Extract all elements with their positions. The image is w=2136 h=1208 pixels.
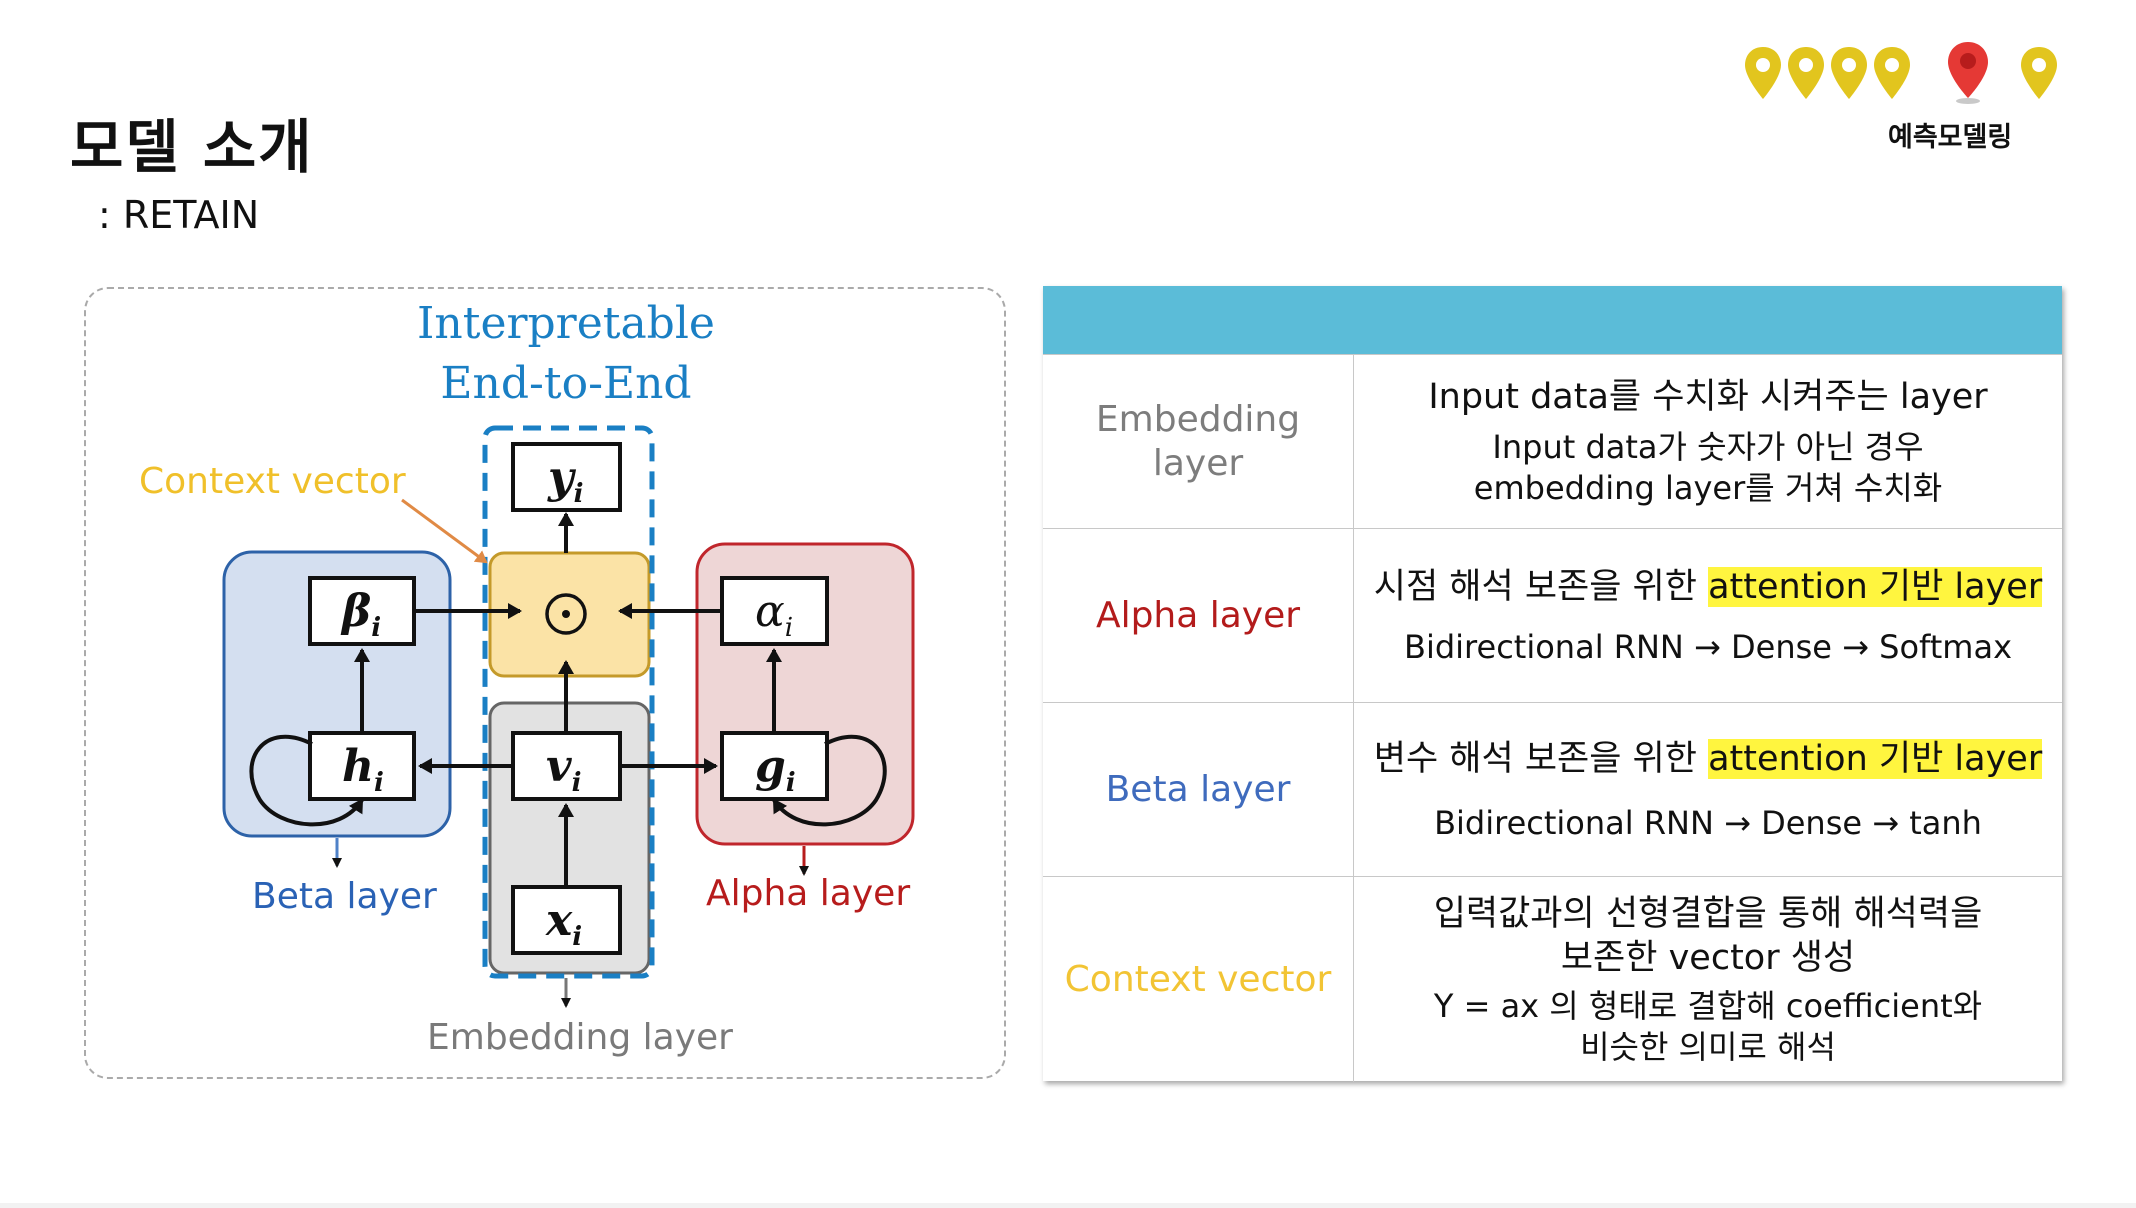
row-sub-text: Input data가 숫자가 아닌 경우 <box>1492 428 1924 466</box>
node-alpha-label: αi <box>755 586 794 643</box>
row-desc-embedding: Input data를 수치화 시켜주는 layer Input data가 숫… <box>1354 355 2062 529</box>
node-g-label: gi <box>755 741 796 798</box>
layer-description-table: Embedding layer Input data를 수치화 시켜주는 lay… <box>1043 286 2062 1082</box>
node-x <box>511 885 622 955</box>
row-desc-alpha: 시점 해석 보존을 위한 attention 기반 layer Bidirect… <box>1354 529 2062 703</box>
row-label-beta: Beta layer <box>1043 703 1354 877</box>
highlight-text: attention 기반 layer <box>1708 566 2043 607</box>
pin-icon[interactable] <box>2019 45 2059 101</box>
node-beta <box>308 576 416 646</box>
alpha-layer-label: Alpha layer <box>706 873 911 914</box>
diagram-title-line2: End-to-End <box>440 358 692 409</box>
table-header <box>1043 286 2062 354</box>
context-vector-label: Context vector <box>139 461 406 502</box>
node-beta-label: βi <box>342 586 382 643</box>
row-label-embedding: Embedding layer <box>1043 355 1354 529</box>
pin-icon[interactable] <box>1743 45 1783 101</box>
table-row: Beta layer 변수 해석 보존을 위한 attention 기반 lay… <box>1043 702 2062 877</box>
pin-icon[interactable] <box>1786 45 1826 101</box>
row-main-text: 시점 해석 보존을 위한 attention 기반 layer <box>1373 566 2043 607</box>
highlight-text: attention 기반 layer <box>1708 738 2043 779</box>
diagram-frame <box>84 287 1006 1079</box>
beta-layer-label: Beta layer <box>252 876 437 917</box>
pin-icon[interactable] <box>1829 45 1869 101</box>
row-main-text: 입력값과의 선형결합을 통해 해석력을 <box>1433 893 1983 934</box>
end-to-end-box <box>482 425 655 979</box>
row-sub-text: Bidirectional RNN → Dense → Softmax <box>1404 627 2012 666</box>
nav-active-label: 예측모델링 <box>1888 122 2013 153</box>
embedding-layer-label: Embedding layer <box>427 1017 733 1058</box>
row-sub-text: embedding layer를 거쳐 수치화 <box>1473 469 1943 507</box>
row-label-context: Context vector <box>1043 877 1354 1082</box>
node-x-label: xi <box>546 895 583 952</box>
table-row: Context vector 입력값과의 선형결합을 통해 해석력을 보존한 v… <box>1043 876 2062 1082</box>
row-label-alpha: Alpha layer <box>1043 529 1354 703</box>
page-subtitle: : RETAIN <box>98 193 260 237</box>
page-title: 모델 소개 <box>70 113 314 181</box>
row-sub-text: 비슷한 의미로 해석 <box>1580 1027 1836 1066</box>
row-desc-beta: 변수 해석 보존을 위한 attention 기반 layer Bidirect… <box>1354 703 2062 877</box>
row-desc-context: 입력값과의 선형결합을 통해 해석력을 보존한 vector 생성 Y = ax… <box>1354 877 2062 1082</box>
row-main-text: Input data를 수치화 시켜주는 layer <box>1428 377 1988 417</box>
row-sub-text: Y = ax 의 형태로 결합해 coefficient와 <box>1433 986 1983 1025</box>
footer-divider <box>0 1203 2136 1208</box>
active-pin-icon[interactable] <box>1945 40 1991 106</box>
row-sub-text: Bidirectional RNN → Dense → tanh <box>1434 803 1982 842</box>
row-main-text: 변수 해석 보존을 위한 attention 기반 layer <box>1373 738 2043 779</box>
table-row: Alpha layer 시점 해석 보존을 위한 attention 기반 la… <box>1043 528 2062 703</box>
table-row: Embedding layer Input data를 수치화 시켜주는 lay… <box>1043 354 2062 529</box>
node-alpha <box>720 576 829 646</box>
pin-icon[interactable] <box>1872 45 1912 101</box>
node-v-label: vi <box>546 741 582 798</box>
diagram-title-line1: Interpretable <box>417 298 715 349</box>
node-h-label: hi <box>342 741 384 798</box>
row-main-text: 보존한 vector 생성 <box>1560 937 1856 978</box>
node-y-label: yi <box>548 452 584 509</box>
node-g <box>720 731 829 801</box>
node-y <box>511 442 622 512</box>
